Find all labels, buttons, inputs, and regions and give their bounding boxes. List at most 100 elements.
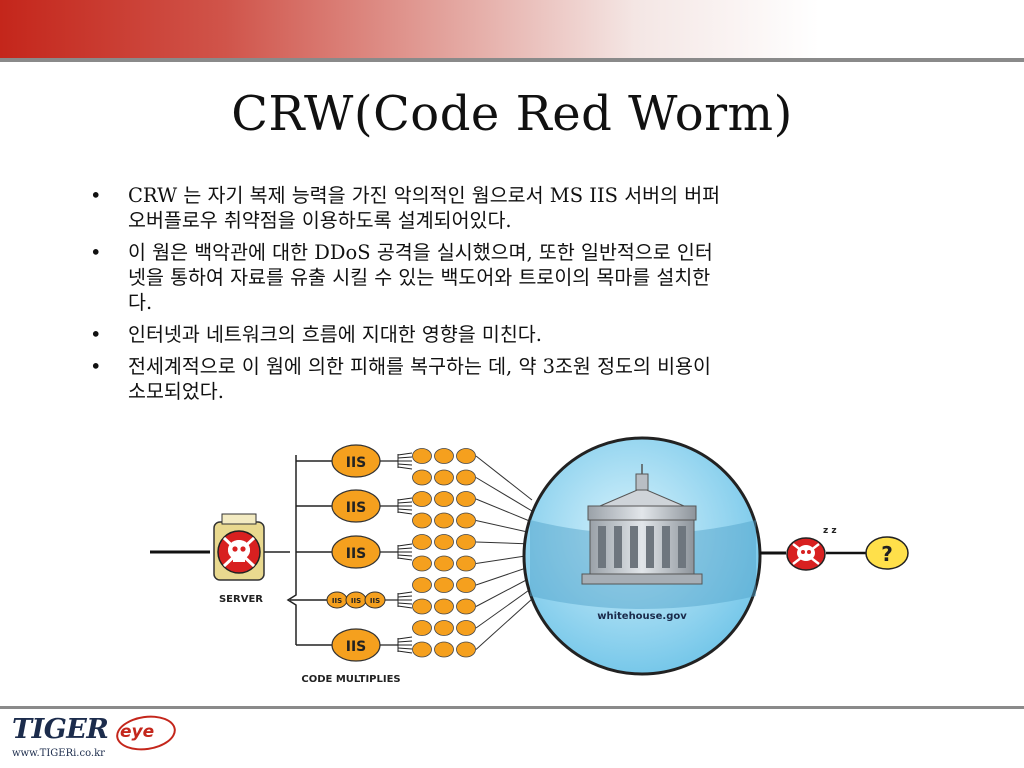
fanout-tick [397, 511, 413, 515]
bullet-line: 인터넷과 네트워크의 흐름에 지대한 영향을 미친다. [128, 323, 542, 346]
svg-text:IIS: IIS [370, 597, 380, 605]
code-multiplies-label: CODE MULTIPLIES [301, 674, 400, 685]
bullet-item: • 인터넷과 네트워크의 흐름에 지대한 영향을 미친다. [90, 322, 970, 347]
fanout-tick [397, 650, 413, 654]
worm-copy-dot [412, 577, 432, 593]
whitehouse-target [522, 436, 762, 676]
worm-copy-dot [456, 641, 476, 658]
attack-line [475, 565, 533, 586]
fanout-tick [397, 591, 413, 595]
worm-copy-dot [456, 555, 476, 572]
iis-node: IIS [331, 628, 381, 662]
bullet-symbol: • [90, 323, 102, 346]
attack-line [475, 520, 533, 534]
bullet-line: 넷을 통하여 자료를 유출 시킬 수 있는 백도어와 트로이의 목마를 설치한 [128, 266, 711, 289]
worm-copy-dot [412, 641, 432, 658]
svg-text:IIS: IIS [346, 546, 367, 562]
svg-text:IIS: IIS [346, 500, 367, 516]
question-icon: ? [865, 536, 909, 570]
slide-title: CRW(Code Red Worm) [231, 86, 793, 142]
iis-node-small: IIS [326, 591, 348, 609]
server-label: SERVER [219, 594, 263, 605]
fanout-tick [397, 463, 413, 466]
attack-line [475, 477, 533, 512]
skull-icon [786, 537, 826, 571]
fanout-tick [397, 636, 413, 640]
iis-node: IIS [331, 489, 381, 523]
worm-copy-dot [456, 512, 476, 529]
iis-node: IIS [331, 535, 381, 569]
fanout-tick [397, 640, 413, 643]
bullet-item: • 이 웜은 백악관에 대한 DDoS 공격을 실시했으며, 또한 일반적으로 … [90, 240, 970, 315]
attack-line [475, 455, 533, 501]
fanout-tick [397, 605, 413, 609]
fanout-ticks [397, 452, 413, 654]
target-label: whitehouse.gov [597, 611, 687, 622]
worm-copy-dot [434, 512, 454, 529]
worm-copy-dot [434, 577, 454, 593]
fanout-tick [397, 508, 413, 511]
worm-copy-dot [434, 448, 454, 464]
worm-copy-dot [434, 598, 454, 615]
worm-copy-dot [456, 534, 476, 550]
worm-copy-dot [456, 598, 476, 615]
bullet-line: 다. [128, 291, 153, 314]
fanout-tick [397, 497, 413, 501]
bullet-line: CRW 는 자기 복제 능력을 가진 악의적인 웜으로서 MS IIS 서버의 … [128, 184, 721, 207]
worm-copy-dot [434, 555, 454, 572]
worm-copy-dot [434, 534, 454, 550]
fanout-tick [397, 602, 413, 605]
worm-copy-dot [412, 448, 432, 464]
header-divider [0, 58, 1024, 62]
bullet-line: 오버플로우 취약점을 이용하도록 설계되어있다. [128, 209, 512, 232]
worm-copy-dot [456, 491, 476, 507]
attack-line [475, 587, 533, 629]
fanout-tick [397, 647, 413, 650]
svg-text:?: ? [881, 542, 893, 566]
worm-copy-dot [412, 491, 432, 507]
logo-eye-text: eye [120, 722, 155, 742]
fanout-tick [397, 543, 413, 547]
fanout-tick [397, 557, 413, 561]
tiger-eye-logo: TIGER eye www.TIGERi.co.kr [12, 711, 182, 764]
header-gradient-bar [0, 0, 1024, 58]
worm-copy-dot [456, 469, 476, 486]
worm-copy-dot [434, 620, 454, 636]
fanout-tick [397, 547, 413, 550]
bullet-item: • 전세계적으로 이 웜에 의한 피해를 복구하는 데, 약 3조원 정도의 비… [90, 354, 970, 404]
fanout-tick [397, 595, 413, 598]
worm-copy-dot [434, 641, 454, 658]
worm-copy-dot [412, 469, 432, 486]
worm-copy-dot [412, 598, 432, 615]
iis-node-small: IIS [345, 591, 367, 609]
fanout-tick [397, 466, 413, 470]
bullet-list: • CRW 는 자기 복제 능력을 가진 악의적인 웜으로서 MS IIS 서버… [90, 183, 970, 411]
attack-line [475, 598, 533, 650]
sleep-icon: z z [823, 526, 837, 536]
bullet-symbol: • [90, 355, 102, 378]
svg-text:IIS: IIS [346, 455, 367, 471]
worm-copy-dot [412, 620, 432, 636]
worm-copy-dot [456, 448, 476, 464]
fanout-tick [397, 501, 413, 504]
fanout-tick [397, 554, 413, 557]
bullet-line: 이 웜은 백악관에 대한 DDoS 공격을 실시했으며, 또한 일반적으로 인터 [128, 241, 713, 264]
logo-url: www.TIGERi.co.kr [12, 748, 105, 759]
iis-node-small: IIS [364, 591, 386, 609]
fanout-tick [397, 456, 413, 459]
bullet-symbol: • [90, 241, 102, 264]
attack-line [475, 498, 533, 523]
bracket-line [286, 455, 297, 645]
bullet-line: 전세계적으로 이 웜에 의한 피해를 복구하는 데, 약 3조원 정도의 비용이 [128, 355, 711, 378]
iis-node: IIS [331, 444, 381, 478]
attack-line [475, 576, 533, 607]
worm-copy-dot [412, 534, 432, 550]
footer-divider [0, 706, 1024, 709]
bullet-symbol: • [90, 184, 102, 207]
worm-copy-dot [456, 620, 476, 636]
server-icon [213, 513, 265, 581]
bullet-line: 소모되었다. [128, 380, 224, 403]
worm-copy-dot [456, 577, 476, 593]
fanout-tick [397, 452, 413, 456]
